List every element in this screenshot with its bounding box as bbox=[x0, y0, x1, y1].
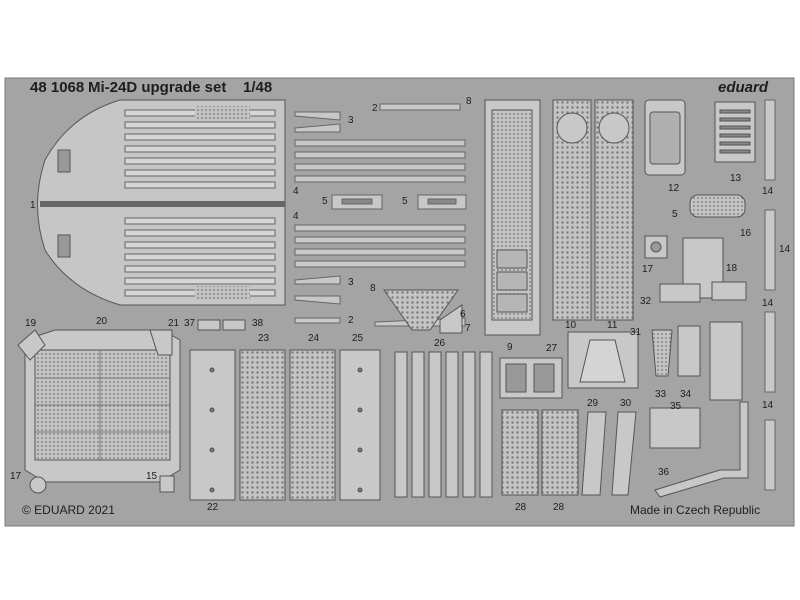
part-number: 35 bbox=[670, 401, 682, 412]
part-6-mesh bbox=[383, 289, 463, 334]
part-number: 6 bbox=[460, 309, 466, 320]
part-number: 3 bbox=[348, 115, 354, 126]
part-number: 13 bbox=[730, 173, 742, 184]
part-number: 14 bbox=[779, 244, 791, 255]
part-number: 32 bbox=[640, 296, 652, 307]
part-number: 33 bbox=[655, 389, 667, 400]
part-number: 29 bbox=[587, 398, 599, 409]
origin-text: Made in Czech Republic bbox=[630, 503, 761, 517]
part-number: 18 bbox=[726, 263, 738, 274]
part-28-panels bbox=[501, 409, 579, 496]
part-number: 31 bbox=[630, 327, 642, 338]
part-number: 8 bbox=[370, 283, 376, 294]
part-12-13 bbox=[644, 99, 756, 176]
copyright-text: © EDUARD 2021 bbox=[22, 503, 115, 517]
part-5-brackets bbox=[331, 194, 467, 210]
part-number: 4 bbox=[293, 211, 299, 222]
part-9-column bbox=[484, 99, 541, 336]
part-number: 20 bbox=[96, 316, 108, 327]
part-number: 17 bbox=[642, 264, 654, 275]
part-number: 16 bbox=[740, 228, 752, 239]
part-number: 23 bbox=[258, 333, 270, 344]
part-36 bbox=[654, 401, 749, 498]
part-number: 4 bbox=[293, 186, 299, 197]
part-number: 37 bbox=[184, 318, 196, 329]
part-26-strips bbox=[394, 351, 493, 498]
brand-logo: eduard bbox=[718, 79, 769, 96]
part-number: 19 bbox=[25, 318, 37, 329]
part-number: 1 bbox=[30, 200, 36, 211]
parts-22-25-panels bbox=[189, 349, 381, 501]
part-20-assembly bbox=[24, 329, 181, 494]
part-number: 10 bbox=[565, 320, 577, 331]
part-17-18-32 bbox=[644, 235, 747, 303]
part-number: 5 bbox=[322, 196, 328, 207]
part-16 bbox=[689, 194, 746, 218]
part-10-11-panels bbox=[552, 99, 634, 321]
part-29-30 bbox=[581, 411, 637, 496]
part-number: 25 bbox=[352, 333, 364, 344]
part-number: 22 bbox=[207, 502, 219, 513]
part-number: 28 bbox=[553, 502, 565, 513]
part-37-38 bbox=[197, 319, 246, 331]
part-number: 38 bbox=[252, 318, 264, 329]
part-number: 11 bbox=[607, 320, 618, 331]
part-number: 34 bbox=[680, 389, 692, 400]
part-number: 21 bbox=[168, 318, 180, 329]
part-19-21 bbox=[17, 329, 173, 361]
parts-2-3-4-strips bbox=[294, 103, 466, 327]
part-number: 12 bbox=[668, 183, 680, 194]
part-number: 28 bbox=[515, 502, 527, 513]
part-number: 36 bbox=[658, 467, 670, 478]
part-33-34-35 bbox=[649, 321, 743, 449]
part-number: 14 bbox=[762, 298, 774, 309]
part-31 bbox=[567, 331, 639, 389]
part-number: 2 bbox=[372, 103, 378, 114]
part-number: 5 bbox=[402, 196, 408, 207]
part-number: 30 bbox=[620, 398, 632, 409]
part-number: 24 bbox=[308, 333, 320, 344]
part-number: 3 bbox=[348, 277, 354, 288]
part-1-door-panel bbox=[37, 99, 286, 306]
part-number: 7 bbox=[465, 323, 471, 334]
part-number: 15 bbox=[146, 471, 158, 482]
part-number: 5 bbox=[672, 209, 678, 220]
part-number: 27 bbox=[546, 343, 558, 354]
part-number: 8 bbox=[466, 96, 472, 107]
part-number: 17 bbox=[10, 471, 22, 482]
part-number: 14 bbox=[762, 186, 774, 197]
part-number: 14 bbox=[762, 400, 774, 411]
set-name: Mi-24D upgrade set bbox=[88, 79, 227, 96]
scale-label: 1/48 bbox=[243, 79, 273, 96]
set-number: 48 1068 bbox=[30, 79, 85, 96]
part-14-strips bbox=[764, 99, 776, 491]
part-number: 26 bbox=[434, 338, 446, 349]
part-number: 2 bbox=[348, 315, 354, 326]
part-27 bbox=[499, 357, 563, 399]
part-number: 9 bbox=[507, 342, 513, 353]
